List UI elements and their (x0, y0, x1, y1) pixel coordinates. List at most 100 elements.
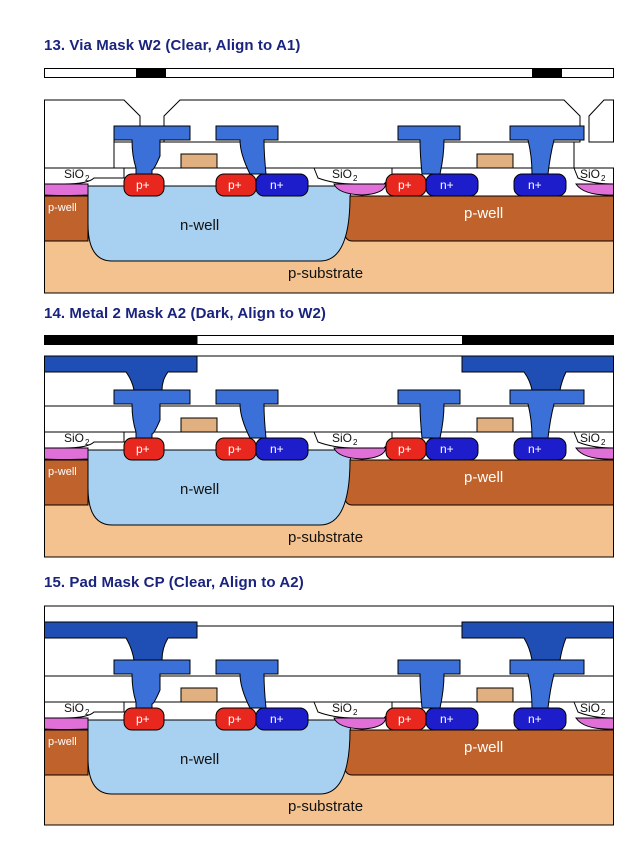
p-well-small-label: p-well (48, 736, 77, 748)
substrate-layers (44, 449, 614, 558)
metal1-plugs (113, 125, 585, 175)
oxide-sub-2: 2 (353, 708, 358, 717)
p-well-small-label: p-well (48, 202, 77, 214)
dielectric-right (588, 99, 614, 143)
metal1-plug-1 (113, 659, 191, 709)
metal1-plug-4 (509, 659, 585, 709)
n-plus-label-2: n+ (440, 442, 454, 456)
p-plus-label-2: p+ (228, 712, 242, 726)
n-well-region (87, 449, 355, 526)
n-plus-2 (425, 437, 479, 461)
n-well-label: n-well (180, 481, 219, 498)
n-plus-label-3: n+ (528, 178, 542, 192)
n-well-region (87, 185, 355, 262)
n-plus-label-1: n+ (270, 712, 284, 726)
n-plus-1 (255, 437, 309, 461)
p-well-contact-right (575, 717, 614, 730)
step-13-cross-section: SiO 2 SiO 2 SiO 2 p+ p+ n+ p+ n+ n+ p-we… (44, 99, 614, 294)
metal1-plugs (113, 659, 585, 709)
metal1-plug-3 (397, 659, 461, 709)
poly-gates (180, 417, 514, 433)
metal1-plug-2 (215, 389, 279, 439)
p-well-label: p-well (464, 469, 503, 486)
p-well-contact-middle (333, 717, 387, 730)
n-plus-label-1: n+ (270, 442, 284, 456)
p-plus-label-2: p+ (228, 442, 242, 456)
oxide-sub-2: 2 (353, 438, 358, 447)
p-plus-label-1: p+ (136, 712, 150, 726)
poly-gate-1 (180, 687, 218, 703)
dielectric-lower (44, 405, 614, 433)
n-well-label: n-well (180, 217, 219, 234)
oxide-sub-1: 2 (85, 174, 90, 183)
step-15-title: 15. Pad Mask CP (Clear, Align to A2) (44, 574, 304, 591)
oxide-sub-3: 2 (601, 174, 606, 183)
metal1-plug-4 (509, 125, 585, 175)
p-substrate-label: p-substrate (288, 265, 363, 282)
metal1-plug-2 (215, 125, 279, 175)
metal1-plug-3 (397, 389, 461, 439)
p-plus-label-2: p+ (228, 178, 242, 192)
n-well-label: n-well (180, 751, 219, 768)
metal1-plug-2 (215, 659, 279, 709)
p-well-contact-right (575, 183, 614, 196)
p-well-label: p-well (464, 205, 503, 222)
p-plus-label-3: p+ (398, 712, 412, 726)
p-substrate-label: p-substrate (288, 798, 363, 815)
oxide-sub-2: 2 (353, 174, 358, 183)
substrate-layers (44, 185, 614, 294)
n-plus-2 (425, 173, 479, 197)
n-plus-label-1: n+ (270, 178, 284, 192)
substrate-layers (44, 719, 614, 826)
oxide-label-1: SiO (64, 431, 84, 445)
p-well-left (44, 729, 89, 776)
oxide-label-2: SiO (332, 431, 352, 445)
oxide-label-2: SiO (332, 701, 352, 715)
oxide-and-contacts (44, 167, 614, 197)
labels: SiO 2 SiO 2 SiO 2 p+ p+ n+ p+ n+ n+ p-we… (48, 701, 606, 815)
step-13-via-mask (44, 68, 614, 78)
oxide-and-contacts (44, 701, 614, 731)
step-14-metal2-mask (44, 335, 614, 345)
p-well-label: p-well (464, 739, 503, 756)
p-substrate-label: p-substrate (288, 529, 363, 546)
poly-gate-2 (476, 417, 514, 433)
poly-gate-2 (476, 687, 514, 703)
p-plus-label-3: p+ (398, 178, 412, 192)
metal1-plug-3 (397, 125, 461, 175)
oxide-label-3: SiO (580, 701, 600, 715)
oxide-sub-1: 2 (85, 438, 90, 447)
p-plus-label-1: p+ (136, 442, 150, 456)
p-plus-label-1: p+ (136, 178, 150, 192)
dielectric-lower (44, 675, 614, 703)
dielectric-stack (44, 605, 614, 703)
metal1-plugs (113, 389, 585, 439)
p-well-contact-right (575, 447, 614, 460)
n-plus-1 (255, 707, 309, 731)
metal1-plug-1 (113, 125, 191, 175)
metal1-plug-1 (113, 389, 191, 439)
poly-gates (180, 153, 514, 169)
n-plus-1 (255, 173, 309, 197)
oxide-sub-3: 2 (601, 438, 606, 447)
p-well-left (44, 459, 89, 506)
oxide-label-3: SiO (580, 167, 600, 181)
oxide-sub-1: 2 (85, 708, 90, 717)
p-well-contact-middle (333, 183, 387, 196)
poly-gate-2 (476, 153, 514, 169)
labels: SiO 2 SiO 2 SiO 2 p+ p+ n+ p+ n+ n+ p-we… (48, 167, 606, 282)
poly-gate-1 (180, 417, 218, 433)
n-plus-label-2: n+ (440, 712, 454, 726)
oxide-label-1: SiO (64, 701, 84, 715)
p-well-contact-left (44, 183, 89, 196)
poly-gates (180, 687, 514, 703)
metal1-plug-4 (509, 389, 585, 439)
step-14-title: 14. Metal 2 Mask A2 (Dark, Align to W2) (44, 305, 327, 322)
n-well-region (87, 719, 355, 795)
step-13-title: 13. Via Mask W2 (Clear, Align to A1) (44, 37, 301, 54)
p-plus-label-3: p+ (398, 442, 412, 456)
p-well-contact-left (44, 447, 89, 460)
labels: SiO 2 SiO 2 SiO 2 p+ p+ n+ p+ n+ n+ p-we… (48, 431, 606, 546)
n-plus-2 (425, 707, 479, 731)
step-14-cross-section: SiO 2 SiO 2 SiO 2 p+ p+ n+ p+ n+ n+ p-we… (44, 355, 614, 558)
